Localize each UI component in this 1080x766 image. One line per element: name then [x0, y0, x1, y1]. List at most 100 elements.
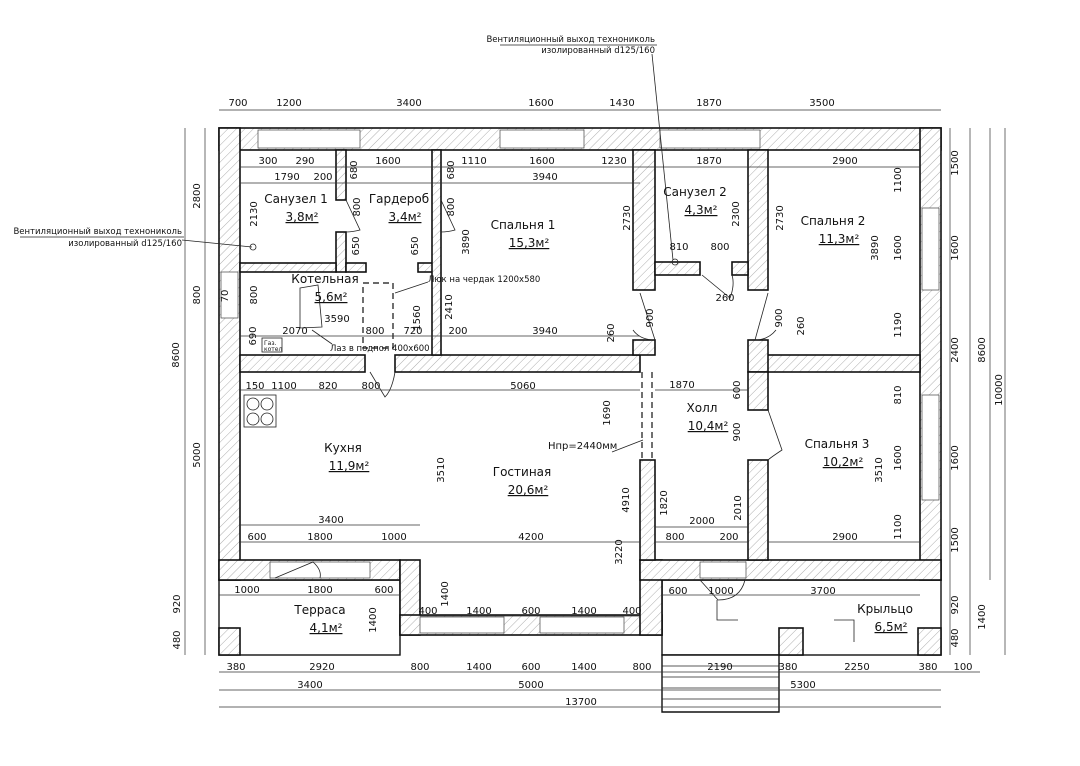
- dimension-label: 2900: [832, 532, 857, 543]
- dimension-label: 3510: [436, 457, 447, 482]
- dimension-label: 690: [248, 326, 259, 345]
- room-name: Санузел 1: [264, 192, 328, 206]
- dimension-label: 3400: [396, 98, 421, 109]
- floor-hatch-leader: [311, 329, 333, 345]
- dimension-label: 800: [352, 197, 363, 216]
- door: [767, 409, 783, 461]
- dimension-label: 800: [632, 662, 651, 673]
- dimension-label: 200: [313, 172, 332, 183]
- gas-boiler-box: [261, 337, 283, 353]
- dimension-label: 600: [521, 606, 540, 617]
- room-area: 10,2м²: [823, 455, 864, 469]
- dimension-label: 820: [318, 381, 337, 392]
- dimension-label: 3590: [324, 314, 349, 325]
- room-name: Спальня 1: [491, 218, 556, 232]
- dimension-label: 3940: [532, 172, 557, 183]
- dimension-label: 2920: [309, 662, 334, 673]
- dimension-label: 2800: [192, 183, 203, 208]
- dimension-label: 600: [732, 380, 743, 399]
- dimension-label: 1000: [381, 532, 406, 543]
- door: [699, 579, 746, 601]
- dimension-label: 2400: [950, 337, 961, 362]
- dimension-label: 2070: [282, 326, 307, 337]
- door: [701, 274, 734, 299]
- dimension-label: 680: [349, 160, 360, 179]
- room-label: Санузел 2 4,3м²: [663, 185, 727, 217]
- dimension-label: 1500: [950, 150, 961, 175]
- vent-note-left-line1: Вентиляционный выход технониколь: [13, 227, 182, 237]
- dimension-label: 1400: [368, 607, 379, 632]
- dimension-label: 1000: [708, 586, 733, 597]
- dimension-lines: [184, 109, 1006, 708]
- dimension-label: 3220: [614, 539, 625, 564]
- room-label: Санузел 1 3,8м²: [264, 192, 328, 224]
- stove-icon: [243, 394, 277, 428]
- room-label: Спальня 115,3м²: [491, 218, 556, 250]
- window: [220, 271, 239, 319]
- room-name: Холл: [687, 401, 718, 415]
- door: [754, 292, 777, 341]
- dimension-label: 480: [172, 630, 183, 649]
- dimension-label: 1870: [669, 380, 694, 391]
- window: [921, 394, 940, 501]
- door: [369, 371, 396, 398]
- dimension-label: 5060: [510, 381, 535, 392]
- window: [539, 616, 625, 634]
- window: [921, 207, 940, 291]
- dimension-label: 800: [446, 197, 457, 216]
- dimension-label: 900: [645, 308, 656, 327]
- dimension-label: 300: [258, 156, 277, 167]
- dimension-label: 1400: [466, 662, 491, 673]
- beam-line: [641, 372, 653, 460]
- dimension-label: 2410: [444, 294, 455, 319]
- dimension-label: 10000: [994, 374, 1005, 406]
- dimension-label: 1230: [601, 156, 626, 167]
- dimension-label: 700: [228, 98, 247, 109]
- dimension-label: 1200: [276, 98, 301, 109]
- interior-walls: [239, 149, 921, 561]
- dimension-label: 1400: [977, 604, 988, 629]
- dimension-label: 3940: [532, 326, 557, 337]
- room-name: Гардероб: [369, 192, 429, 206]
- dimension-label: 1790: [274, 172, 299, 183]
- room-name: Гостиная: [493, 465, 551, 479]
- dimension-label: 2010: [733, 495, 744, 520]
- dimension-label: 720: [403, 326, 422, 337]
- ceiling-height-note: Нпр=2440мм: [548, 441, 617, 452]
- porch-column: [917, 627, 942, 656]
- room-name: Санузел 2: [663, 185, 727, 199]
- room-area: 3,8м²: [286, 210, 319, 224]
- window: [257, 129, 361, 149]
- dimension-label: 650: [410, 236, 421, 255]
- vent-note-left-line2: изолированный d125/160: [68, 239, 182, 249]
- room-name: Спальня 2: [801, 214, 866, 228]
- vent-leader-left: [181, 239, 253, 248]
- dimension-label: 3890: [461, 229, 472, 254]
- dimension-label: 3400: [318, 515, 343, 526]
- annotations: Вентиляционный выход технониколь изолиро…: [13, 35, 657, 452]
- dimension-label: 260: [796, 316, 807, 335]
- dimension-label: 3890: [870, 235, 881, 260]
- room-area: 4,3м²: [685, 203, 718, 217]
- dimension-label: 3500: [809, 98, 834, 109]
- dimension-label: 2190: [707, 662, 732, 673]
- room-name: Терраса: [293, 603, 345, 617]
- door: [345, 199, 361, 233]
- dimension-label: 380: [778, 662, 797, 673]
- porch-outline: [661, 579, 942, 713]
- dimension-label: 1190: [893, 312, 904, 337]
- dimension-label: 200: [719, 532, 738, 543]
- dimension-label: 1600: [529, 156, 554, 167]
- ceiling-height-leader: [611, 439, 644, 453]
- dimension-label: 5300: [790, 680, 815, 691]
- attic-hatch-note: Люк на чердак 1200х580: [428, 275, 540, 285]
- dimension-label: 680: [446, 160, 457, 179]
- room-area: 20,6м²: [508, 483, 549, 497]
- gas-boiler-label2: котел: [264, 346, 282, 353]
